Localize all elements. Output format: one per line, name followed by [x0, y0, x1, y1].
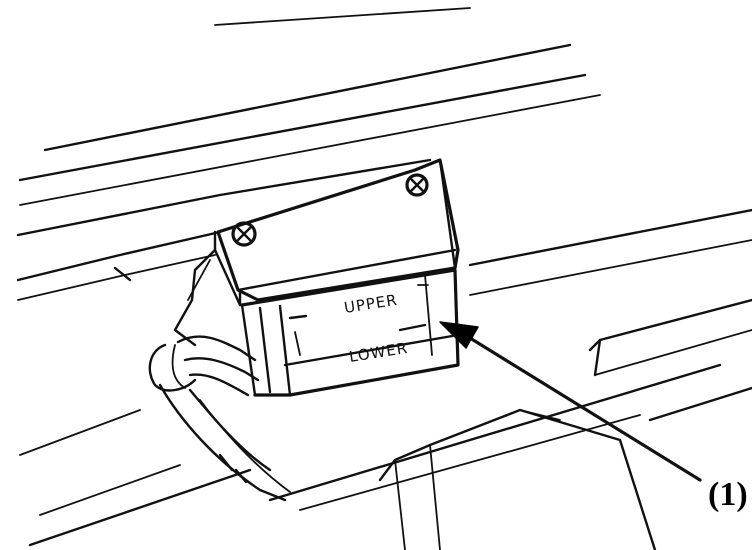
screw-icon	[231, 221, 257, 247]
wire-harness	[148, 335, 291, 502]
lower-label: LOWER	[348, 339, 409, 366]
screw-icon	[405, 173, 429, 197]
upper-label: UPPER	[343, 291, 399, 317]
fuse-box	[173, 158, 460, 397]
frame-lines	[16, 7, 752, 547]
pointer-arrow	[439, 321, 702, 482]
callout-label: (1)	[708, 476, 748, 513]
right-bracket	[378, 298, 752, 550]
